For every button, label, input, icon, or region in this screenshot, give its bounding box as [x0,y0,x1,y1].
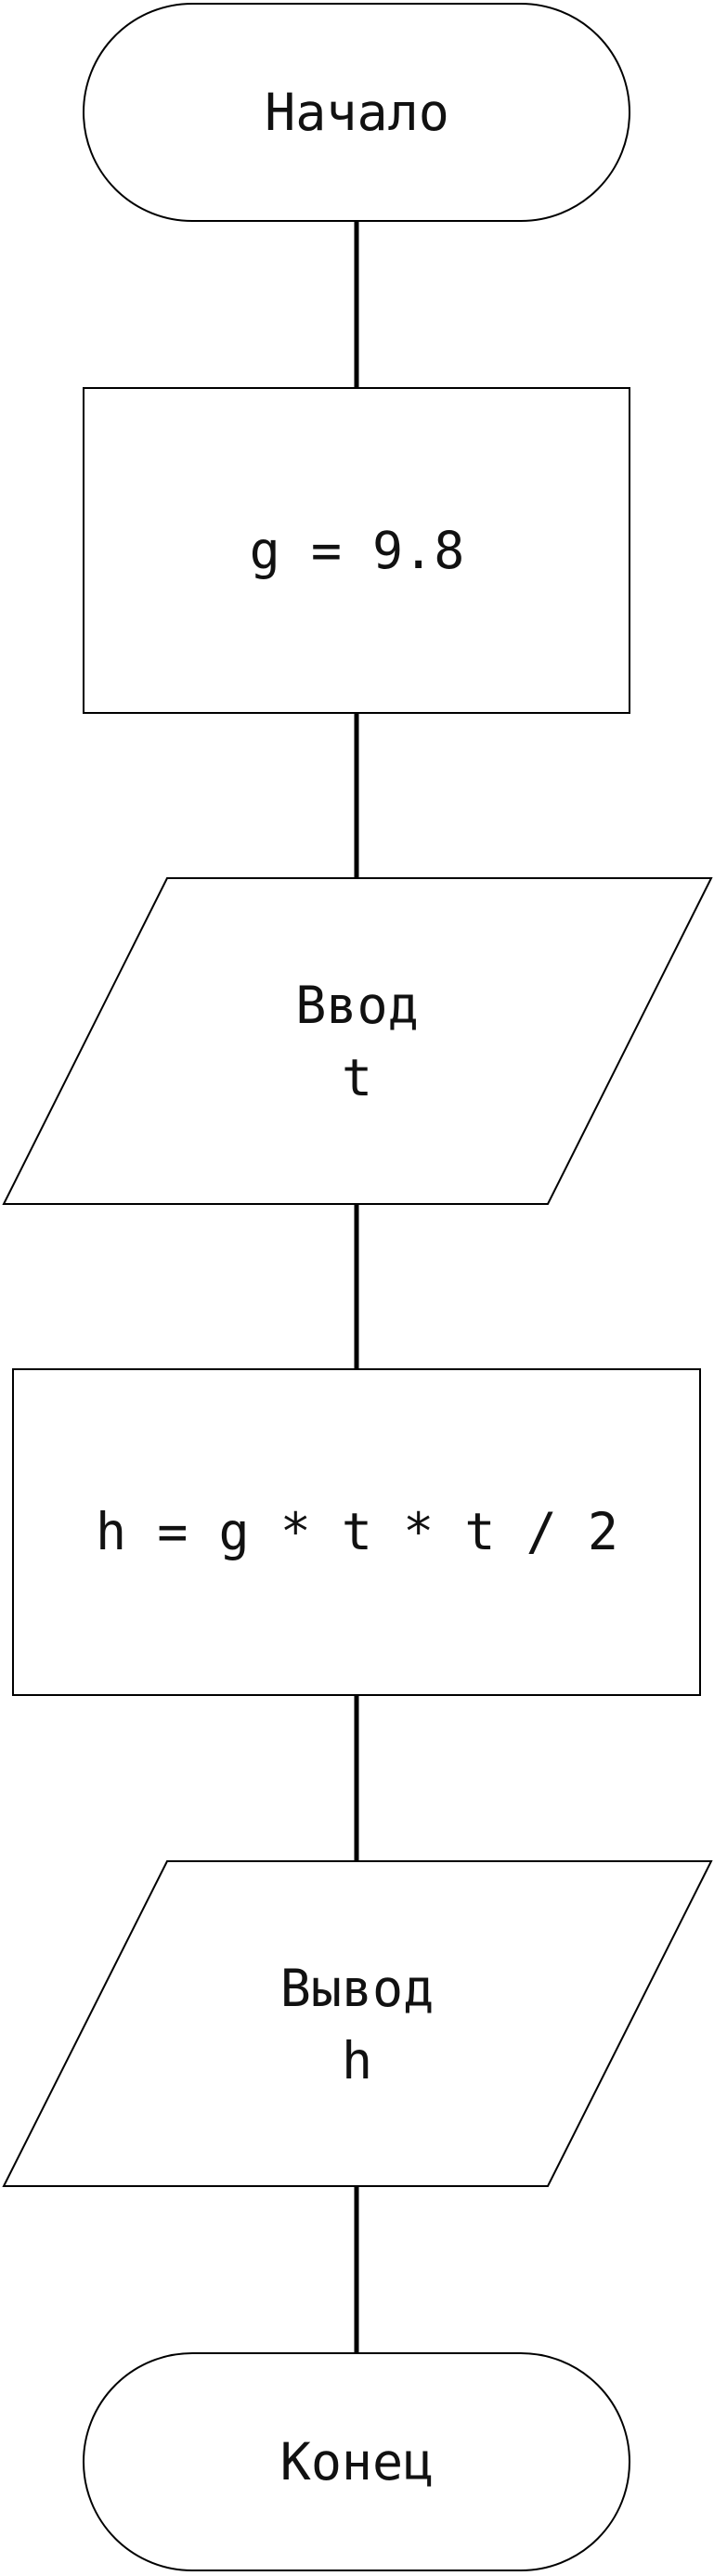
output-h-line1: Вывод [279,1959,435,2018]
end-text: Конец [279,2432,435,2492]
end-terminator [83,2352,630,2571]
start-label: Начало [0,76,714,149]
end-label: Конец [0,2426,714,2498]
output-h-parallelogram [2,1860,713,2187]
compute-h-process [12,1368,701,1696]
input-t-parallelogram [2,877,713,1205]
compute-h-label: h = g * t * t / 2 [0,1495,714,1568]
input-t-line1: Ввод [295,976,419,1035]
output-h-line2: h [341,2031,373,2091]
assign-g-label: g = 9.8 [0,514,714,587]
compute-h-text: h = g * t * t / 2 [96,1502,618,1561]
input-t-label: Ввод t [0,969,714,1114]
start-text: Начало [265,83,449,142]
assign-g-text: g = 9.8 [249,521,465,580]
output-h-label: Вывод h [0,1952,714,2097]
start-terminator [83,3,630,222]
assign-g-process [83,387,630,714]
input-t-line2: t [341,1048,373,1107]
